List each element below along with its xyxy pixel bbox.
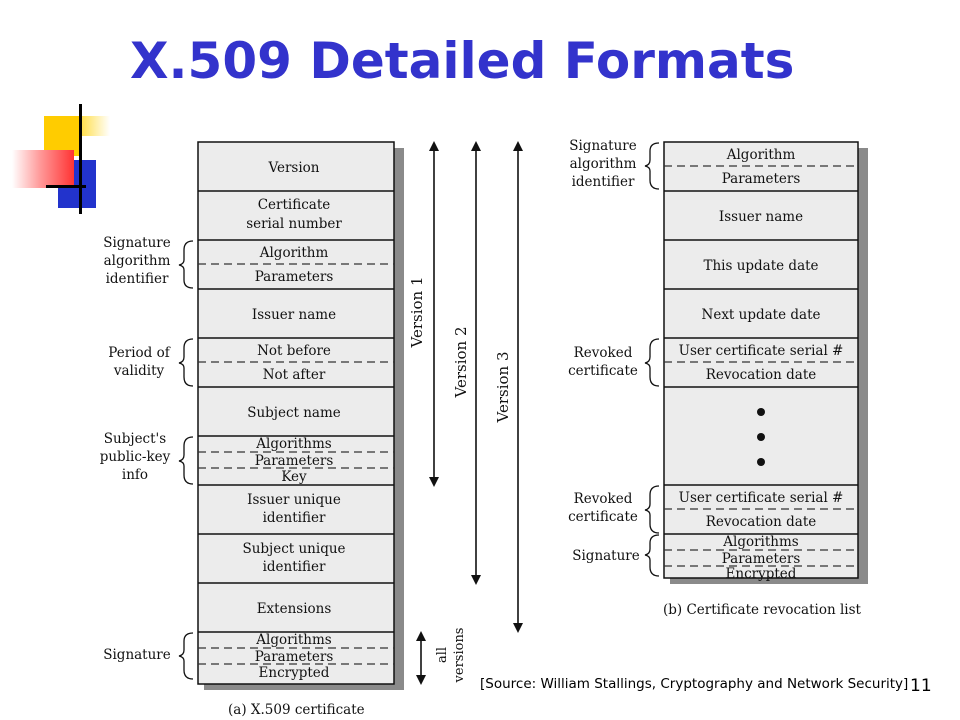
field-issuer-name: Issuer name xyxy=(252,307,336,323)
crl-field-user-serial-2: User certificate serial # xyxy=(679,490,844,506)
crl-field-next-update: Next update date xyxy=(702,307,821,323)
version3-label: Version 3 xyxy=(494,351,512,423)
field-pk-parameters: Parameters xyxy=(255,453,334,469)
cert-label-sigalg-2: algorithm xyxy=(104,253,171,269)
field-algorithm: Algorithm xyxy=(259,245,329,261)
crl-label-signature: Signature xyxy=(572,548,640,564)
crl-field-sig-parameters: Parameters xyxy=(722,551,801,567)
field-serial-line2: serial number xyxy=(246,216,342,232)
crl-field-sig-encrypted: Encrypted xyxy=(726,566,797,582)
crl-field-sig-algorithms: Algorithms xyxy=(722,534,799,550)
cert-label-pk-2: public-key xyxy=(100,449,171,465)
crl-label-revoked-b-1: Revoked xyxy=(574,491,633,507)
crl-ellipsis xyxy=(757,408,765,466)
page-number: 11 xyxy=(910,676,932,696)
field-sig-algorithms: Algorithms xyxy=(255,632,332,648)
cert-braces xyxy=(178,240,194,680)
cert-label-sigalg-1: Signature xyxy=(103,235,171,251)
version1-label: Version 1 xyxy=(408,276,426,348)
field-subject-uid-line1: Subject unique xyxy=(242,541,345,557)
cert-label-pk-3: info xyxy=(122,467,148,483)
crl-label-sigalg-3: identifier xyxy=(572,174,635,190)
crl-field-revocation-date-1: Revocation date xyxy=(706,367,816,383)
cert-label-period-2: validity xyxy=(113,363,165,379)
cert-caption: (a) X.509 certificate xyxy=(228,702,365,718)
crl-label-sigalg-1: Signature xyxy=(569,138,637,154)
field-sig-parameters: Parameters xyxy=(255,649,334,665)
field-not-before: Not before xyxy=(257,343,331,359)
versions-label: versions xyxy=(452,628,467,684)
crl-label-revoked-b-2: certificate xyxy=(568,509,638,525)
field-version: Version xyxy=(267,160,319,176)
field-sig-encrypted: Encrypted xyxy=(259,665,330,681)
crl-field-algorithm: Algorithm xyxy=(726,147,796,163)
certificate-diagram: Version Certificate serial number Algori… xyxy=(100,141,404,718)
field-extensions: Extensions xyxy=(257,601,332,617)
crl-field-parameters: Parameters xyxy=(722,171,801,187)
field-pk-key: Key xyxy=(281,469,307,485)
crl-label-revoked-a-2: certificate xyxy=(568,363,638,379)
field-subject-uid-line2: identifier xyxy=(263,559,326,575)
crl-field-issuer-name: Issuer name xyxy=(719,209,803,225)
crl-field-revocation-date-2: Revocation date xyxy=(706,514,816,530)
cert-label-sigalg-3: identifier xyxy=(106,271,169,287)
cert-label-pk-1: Subject's xyxy=(104,431,166,447)
cert-label-signature: Signature xyxy=(103,647,171,663)
field-not-after: Not after xyxy=(263,367,326,383)
all-label: all xyxy=(435,647,450,663)
crl-field-this-update: This update date xyxy=(703,258,818,274)
field-subject-name: Subject name xyxy=(247,405,341,421)
crl-diagram: Algorithm Parameters Issuer name This up… xyxy=(568,138,868,618)
field-pk-algorithms: Algorithms xyxy=(255,436,332,452)
crl-label-revoked-a-1: Revoked xyxy=(574,345,633,361)
field-parameters: Parameters xyxy=(255,269,334,285)
version-arrows xyxy=(416,141,523,685)
field-issuer-uid-line1: Issuer unique xyxy=(247,492,341,508)
crl-caption: (b) Certificate revocation list xyxy=(663,602,862,618)
field-issuer-uid-line2: identifier xyxy=(263,510,326,526)
source-citation: [Source: William Stallings, Cryptography… xyxy=(480,676,909,692)
slide-title: X.509 Detailed Formats xyxy=(130,32,795,90)
crl-braces xyxy=(644,142,660,577)
version2-label: Version 2 xyxy=(452,326,470,398)
field-serial-line1: Certificate xyxy=(258,197,331,213)
cert-label-period-1: Period of xyxy=(108,345,170,361)
crl-label-sigalg-2: algorithm xyxy=(570,156,637,172)
crl-field-user-serial-1: User certificate serial # xyxy=(679,343,844,359)
